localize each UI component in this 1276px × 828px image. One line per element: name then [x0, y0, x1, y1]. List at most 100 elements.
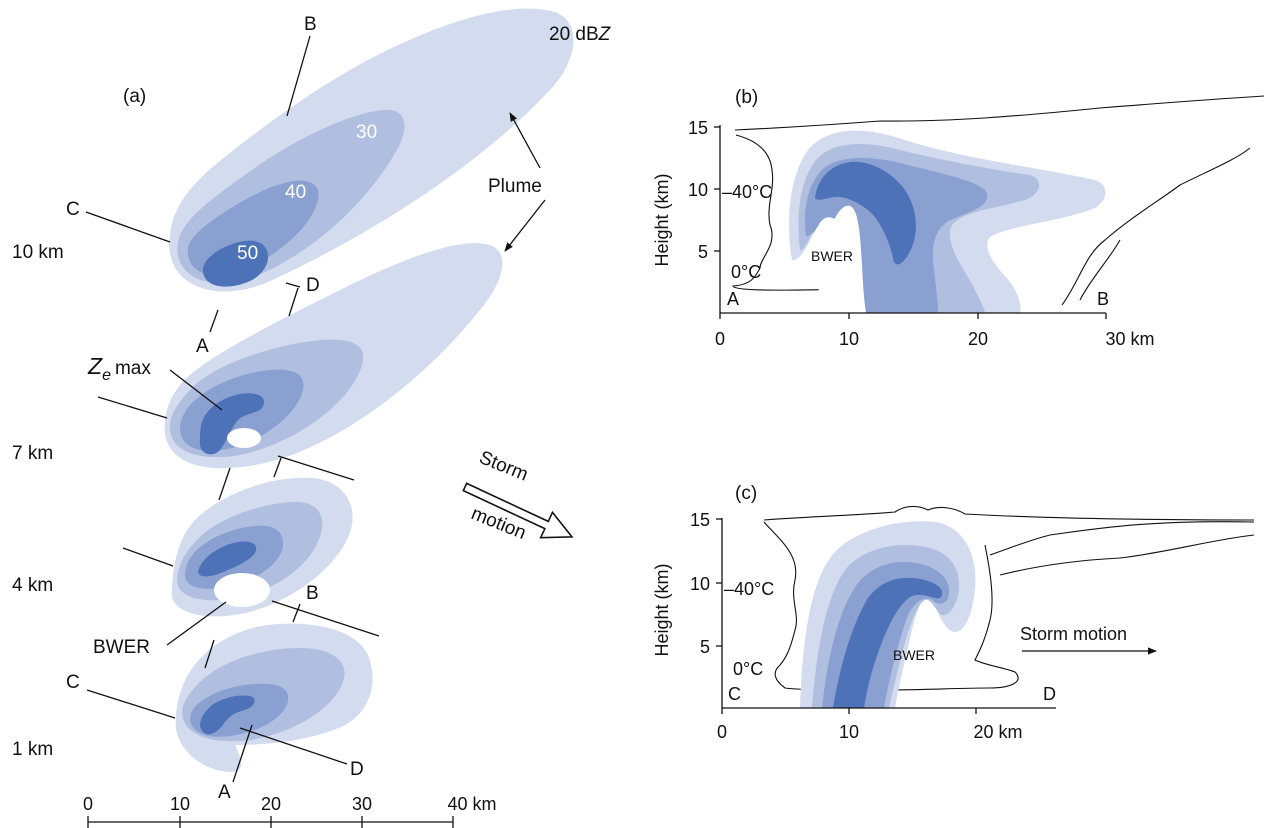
xtick-c-10: 10	[839, 722, 859, 742]
y-ticks-c	[716, 518, 722, 647]
letter-d-10km: D	[306, 275, 320, 296]
storm-motion-arrow	[462, 482, 574, 539]
section-line-d-7km	[277, 455, 355, 481]
cloud-left-b	[732, 134, 867, 291]
section-line-d-1km	[239, 727, 348, 765]
plume-arrow-up	[509, 112, 541, 169]
bwer-label-c: BWER	[893, 647, 935, 663]
level-1km-reflectivity	[175, 623, 373, 772]
section-line-ab-4km-mid	[273, 457, 282, 478]
section-line-ab-top	[286, 35, 311, 117]
section-line-a-10km	[209, 309, 219, 333]
bwer-pointer-a	[166, 601, 227, 646]
panel-a: (a) 30 40 50	[12, 8, 612, 828]
scale-a-tick-10: 10	[170, 794, 190, 814]
panel-b: (b) 15 10 5 0 10 20 30 km	[652, 87, 1265, 349]
section-line-b-1km	[292, 603, 301, 623]
letter-c-1km: C	[66, 672, 80, 693]
cloud-right-c	[879, 544, 1019, 691]
end-label-d-c: D	[1043, 684, 1056, 704]
letter-a-1km: A	[218, 782, 231, 803]
cloud-outline-b	[734, 95, 1265, 131]
contour-50dbz-b	[815, 161, 916, 265]
xtick-b-10: 10	[839, 329, 859, 349]
letter-b-top: B	[304, 14, 317, 35]
temp-zero-c: 0°C	[733, 659, 763, 679]
bwer-label-a: BWER	[93, 637, 150, 658]
plume-label: Plume	[488, 176, 542, 197]
contour-50dbz-10km	[202, 240, 269, 287]
scale-a-tick-30: 30	[352, 794, 372, 814]
contour-50dbz-7km	[199, 393, 264, 455]
level-label-1km: 1 km	[12, 739, 53, 760]
section-line-ab-7km	[288, 287, 299, 317]
section-line-cd-7km	[97, 396, 168, 419]
section-line-d-10km	[285, 282, 301, 288]
end-label-a-b: A	[727, 289, 739, 309]
section-line-ab-4km-top	[218, 467, 231, 501]
contour-50dbz-4km	[198, 541, 257, 577]
letter-a-10km: A	[196, 336, 209, 357]
legend-20dbz: 20 dBZ	[549, 24, 612, 45]
xtick-c-20: 20 km	[973, 722, 1022, 742]
x-ticks-b	[719, 313, 1107, 319]
section-line-cd-4km	[122, 547, 174, 567]
ytick-c-5: 5	[700, 637, 710, 657]
contour-50dbz-1km	[200, 695, 255, 735]
panel-c: (c) 15 10 5 0 10 20 km Height (km)	[652, 483, 1255, 742]
letter-d-1km: D	[350, 759, 364, 780]
panel-b-label: (b)	[735, 87, 758, 108]
xtick-c-0: 0	[717, 722, 727, 742]
cloud-right-b2	[1079, 239, 1121, 301]
xtick-b-20: 20	[968, 329, 988, 349]
end-label-c-c: C	[728, 684, 741, 704]
storm-motion-word-1: Storm	[476, 447, 531, 485]
ylabel-c: Height (km)	[652, 563, 672, 656]
level-label-4km: 4 km	[12, 575, 53, 596]
ytick-b-10: 10	[688, 180, 708, 200]
temp-zero-b: 0°C	[731, 262, 761, 282]
plume-arrow-down	[504, 199, 546, 252]
xtick-b-0: 0	[715, 329, 725, 349]
x-ticks-c	[721, 708, 977, 714]
level-4km-reflectivity	[171, 477, 353, 617]
bwer-label-b: BWER	[811, 248, 853, 264]
section-line-cd-top	[85, 211, 171, 243]
panel-c-label: (c)	[735, 483, 757, 504]
bwer-hole-7km	[227, 428, 261, 448]
cloud-right-b	[1061, 147, 1251, 306]
contour-value-40: 40	[285, 182, 306, 203]
scale-a-tick-0: 0	[83, 794, 93, 814]
ytick-b-15: 15	[688, 118, 708, 138]
ytick-c-15: 15	[690, 510, 710, 530]
cross-section-lines	[85, 35, 380, 783]
scale-a-tick-20: 20	[261, 794, 281, 814]
cloud-top-c	[763, 505, 1255, 521]
cloud-anvil-c	[989, 521, 1255, 556]
level-label-10km: 10 km	[12, 242, 64, 263]
section-line-ab-1km-top	[204, 639, 215, 669]
level-label-7km: 7 km	[12, 443, 53, 464]
y-ticks-b	[714, 126, 720, 252]
cloud-anvil-c2	[999, 534, 1255, 576]
level-10km-reflectivity	[169, 8, 574, 292]
zemax-pointer	[169, 369, 223, 411]
contour-50dbz-c	[833, 577, 943, 708]
panel-a-label: (a)	[123, 86, 146, 107]
scale-a-tick-40: 40 km	[447, 794, 496, 814]
end-label-b-b: B	[1097, 289, 1109, 309]
letter-b-1km: B	[306, 583, 319, 604]
xtick-b-30: 30 km	[1105, 329, 1154, 349]
contour-value-30: 30	[356, 122, 377, 143]
ylabel-b: Height (km)	[652, 173, 672, 266]
temp-minus40-b: –40°C	[722, 182, 772, 202]
ytick-c-10: 10	[690, 574, 710, 594]
scale-bar-a	[87, 816, 454, 828]
section-line-d-4km	[271, 600, 380, 637]
section-line-cd-1km	[86, 689, 176, 719]
section-line-a-1km	[232, 724, 253, 783]
cloud-left-c	[763, 521, 881, 691]
level-7km-reflectivity	[164, 243, 503, 469]
